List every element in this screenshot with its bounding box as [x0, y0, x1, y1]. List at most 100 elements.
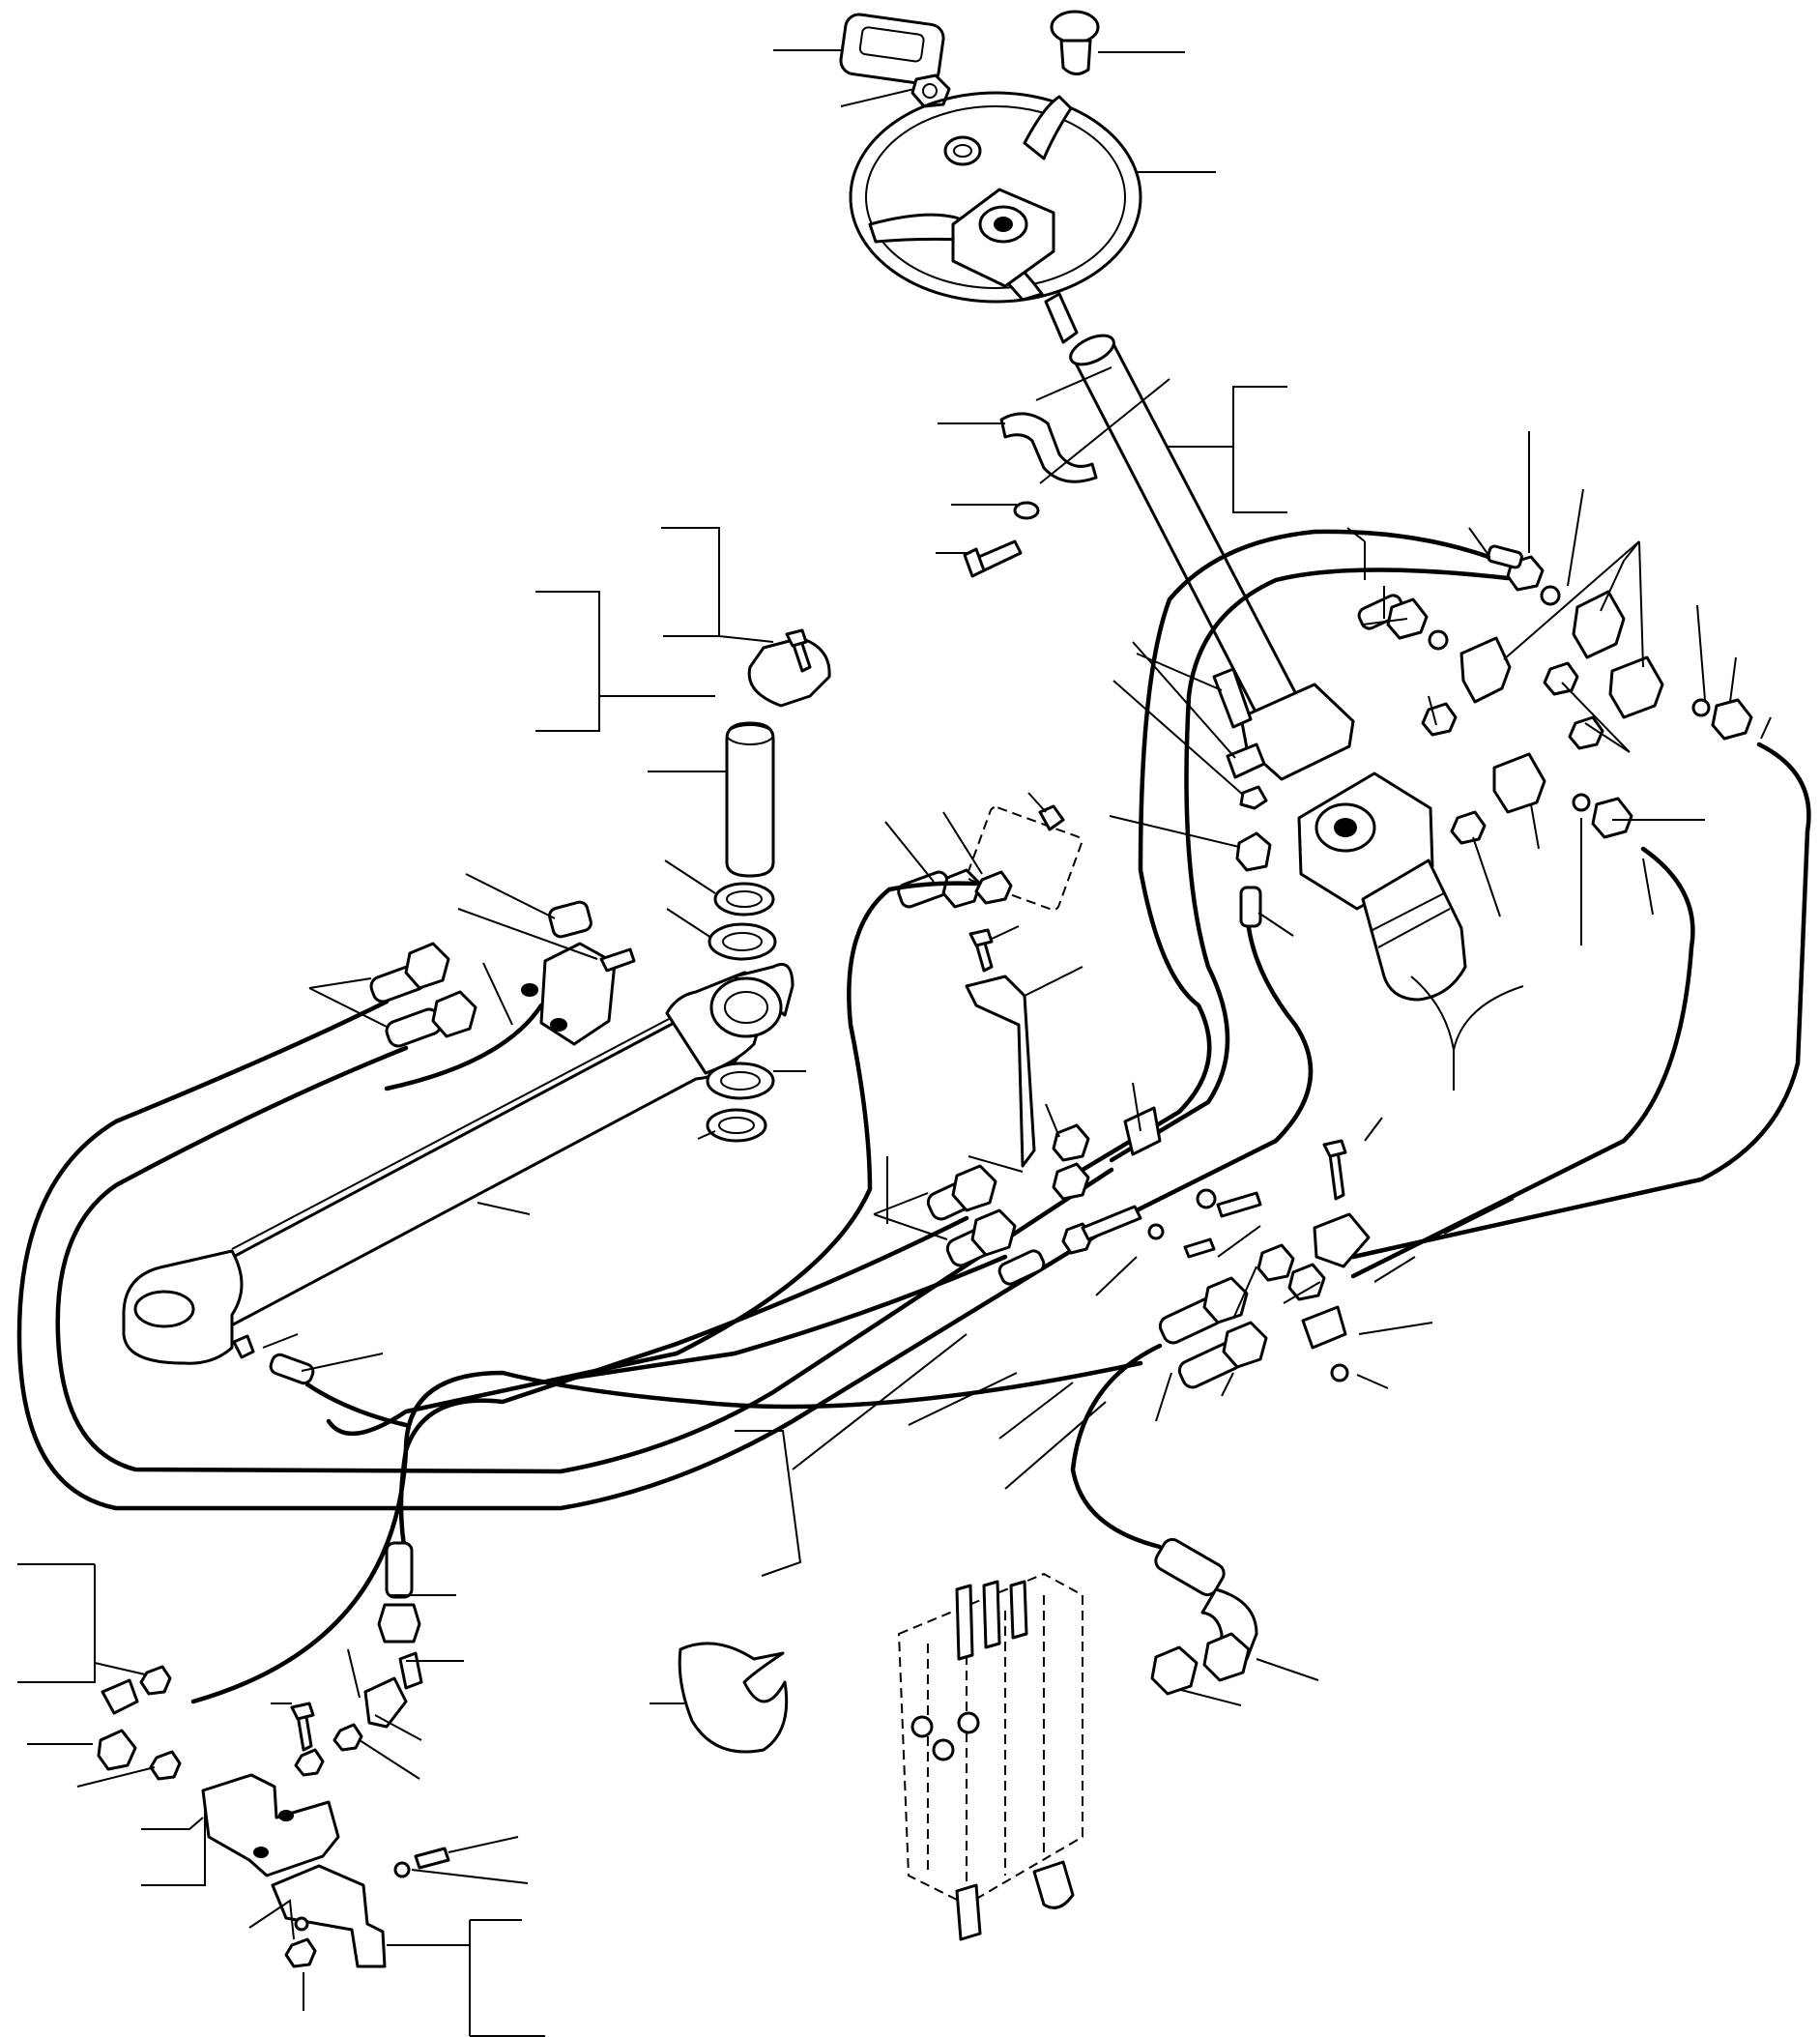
lower-bracket-nut: [284, 1937, 317, 1968]
leader-bulkhead-2: [968, 1155, 1024, 1173]
leader-unit-plug: [1257, 912, 1294, 937]
callout-leaders: [17, 49, 1772, 2037]
pivot-pin-top: [726, 724, 774, 745]
hose-right-1: [1350, 742, 1811, 1260]
leader-left-adapter: [76, 1766, 156, 1788]
bushing-3-bore: [720, 1071, 761, 1091]
oring-3: [1691, 698, 1711, 717]
column-bolt-head: [963, 547, 986, 578]
elbow-fitting-2: [1572, 590, 1626, 659]
spinner-knob: [1050, 10, 1100, 44]
leader-hose-right-2: [1642, 858, 1654, 916]
unit-elbow-fitting: [1226, 742, 1266, 779]
adapter-4: [1450, 810, 1487, 845]
leader-cylinder-hose-1: [308, 977, 372, 989]
lower-bracket-washer: [393, 1861, 411, 1878]
lower-right-adapter: [1150, 1645, 1199, 1696]
hose-nut-f: [1222, 1321, 1268, 1369]
clamp-bolt-right-head: [1322, 1139, 1347, 1158]
lower-right-elbow-nut: [1202, 1632, 1251, 1682]
lower-bracket: [271, 1864, 387, 1968]
wheel-nut: [910, 73, 951, 108]
hose-loop-1: [1080, 529, 1491, 1173]
hose-strap: [678, 1642, 789, 1754]
leader-valve-hose-end: [884, 821, 935, 883]
hydraulic-hoses: [16, 529, 1811, 1704]
pin-retainer-plate: [747, 636, 831, 708]
upper-right-fittings: [1357, 544, 1753, 845]
left-adapter: [149, 1750, 182, 1781]
leader-column-tube: [1039, 378, 1170, 484]
leader-column-bracket-top: [1166, 386, 1287, 448]
cylinder-rod-eye: [709, 976, 783, 1038]
lower-hose-end: [385, 1541, 414, 1599]
rear-hose-end: [269, 1353, 315, 1385]
leader-cylinder-hose-2: [308, 987, 388, 1028]
hose-mid-1: [326, 887, 892, 1437]
leader-left-hose-nut: [94, 1662, 146, 1675]
leader-fitting-1: [1362, 618, 1408, 626]
wheel-nut-hole: [922, 83, 938, 99]
hose-bracket-upper: [965, 975, 1036, 1168]
leader-grease-cap: [465, 873, 556, 919]
horn-cap-inset: [858, 26, 925, 63]
cylinder-barrel-highlight: [231, 1018, 670, 1250]
leader-bushing-2: [666, 908, 712, 939]
pin-retainer-bolt-head: [785, 628, 808, 648]
leader-hose-long-2: [735, 1430, 802, 1577]
valve-hose: [886, 881, 979, 892]
column-top-collar: [1069, 334, 1115, 366]
lower-bracket-bolt: [414, 1847, 450, 1870]
leader-bulkhead-1: [1045, 1103, 1060, 1138]
hose-nut-a: [941, 868, 982, 909]
cylinder-hose-nut-1: [404, 942, 450, 990]
cylinder-port-line: [384, 1003, 544, 1091]
clamp-bolt-mid: [1216, 1191, 1262, 1218]
pin-stack: [548, 628, 831, 1143]
pivot-pin: [725, 721, 775, 878]
lower-elbow: [363, 1676, 408, 1729]
left-hose-end: [101, 1678, 139, 1715]
leader-lower-adapter-1: [359, 1739, 420, 1780]
left-hose-nut: [139, 1665, 172, 1696]
hose-loop-2: [1109, 567, 1511, 1163]
leader-hose-right: [1443, 1198, 1515, 1235]
leader-hose-end-f: [1155, 1372, 1172, 1422]
leader-elbow-4: [1530, 803, 1540, 850]
hose-clamp-mid: [1123, 1106, 1162, 1156]
leader-elbow-1: [1503, 540, 1640, 660]
lower-bolt-head: [290, 1702, 315, 1721]
adapter-3: [1568, 715, 1604, 750]
valve-port-1: [910, 1715, 934, 1738]
lower-valve-port-1: [253, 1847, 269, 1858]
tee-pipe: [1081, 1205, 1142, 1241]
clamp-washer-low: [1147, 1223, 1165, 1240]
hose-outer-2: [55, 1045, 1114, 1474]
leader-clamp-mid: [1132, 1082, 1141, 1132]
clamp-bolt-right: [1328, 1149, 1345, 1201]
elbow-fitting-1: [1459, 636, 1512, 704]
adapter-1: [1421, 702, 1458, 737]
elbow-fitting-4: [1492, 752, 1546, 814]
leader-lower-valve-block: [141, 1808, 206, 1886]
dashed-valve-outline: [967, 806, 1083, 911]
unit-adapter: [1235, 831, 1272, 872]
leader-fitting-sleeve: [1468, 527, 1489, 556]
leader-elbow-3: [1638, 540, 1644, 668]
upper-mid-group: [886, 804, 1083, 911]
lower-right-hose-end: [1154, 1537, 1226, 1597]
leader-rear-hose: [301, 1353, 384, 1372]
steering-column-group: [963, 292, 1355, 781]
oring-4: [1572, 793, 1591, 812]
unit-nut: [1239, 785, 1268, 810]
clamp-washer-mid: [1196, 1188, 1217, 1209]
steering-unit-motor-band-1: [1372, 892, 1445, 931]
valve-foot-2: [1032, 1860, 1075, 1909]
steering-wheel-group: [839, 10, 1142, 304]
leader-cylinder-barrel: [477, 1202, 531, 1215]
cylinder-hose-nut-2: [431, 990, 477, 1038]
horn-cap: [839, 13, 945, 86]
leader-hose-mid-2: [998, 1382, 1074, 1440]
steering-unit-group: [1212, 667, 1467, 1002]
steering-column-tube: [1071, 338, 1299, 719]
